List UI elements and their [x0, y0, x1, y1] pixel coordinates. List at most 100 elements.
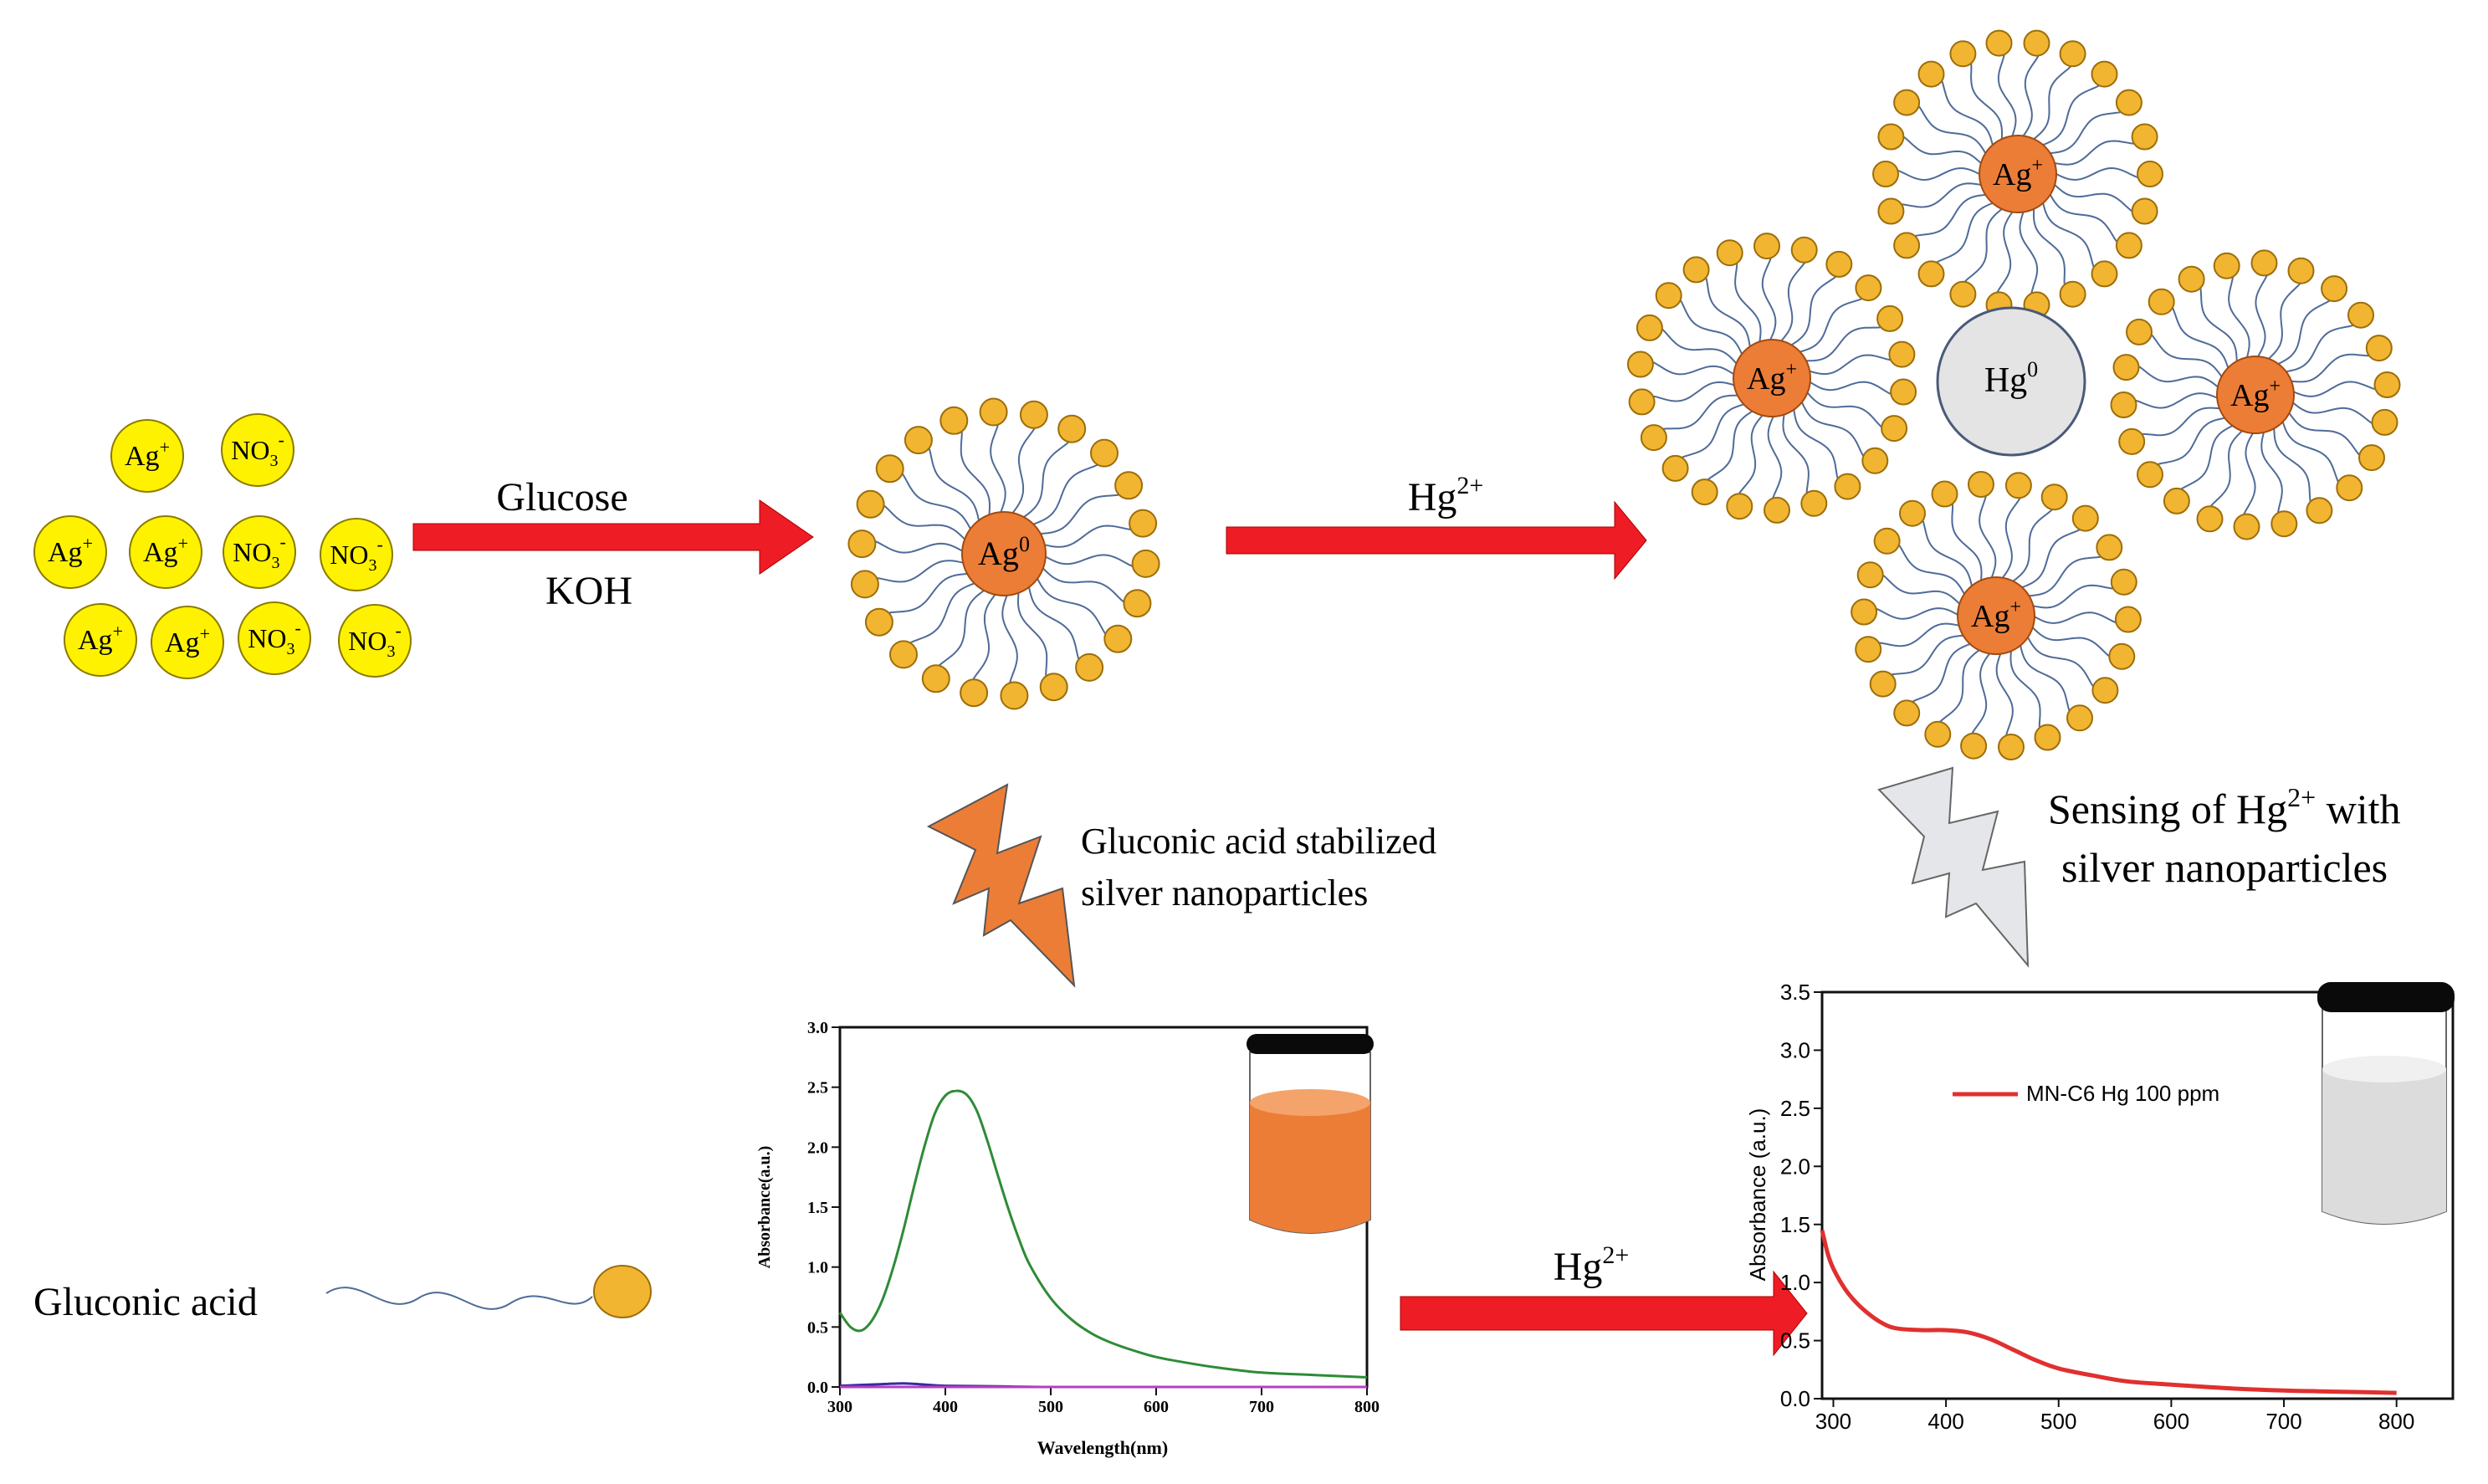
ion-label: Ag [165, 627, 200, 658]
ligand-tail [2199, 288, 2238, 361]
ligand-head-icon [2131, 197, 2158, 225]
ligand-tail [1707, 410, 1753, 480]
ligand-tail [2135, 392, 2218, 409]
vial-gray [2317, 982, 2455, 1225]
vial-liquid [1250, 1094, 1370, 1233]
ion-circle [64, 603, 137, 677]
caption-sensing-line2: silver nanoparticles [2061, 844, 2388, 891]
ligand-head-icon [1877, 123, 1905, 151]
ligand-head-icon [1893, 89, 1921, 116]
ligand-head-icon [2091, 60, 2118, 88]
ligand-head-icon [856, 489, 885, 519]
ligand-tail [877, 560, 964, 583]
ligand-head-icon [2115, 89, 2142, 116]
ligand-tail [1970, 64, 2003, 140]
ligand-tail [1912, 642, 1971, 703]
ligand-tail [1995, 653, 2014, 735]
ligand-head-icon [1855, 274, 1882, 302]
ligand-tail [1045, 554, 1133, 567]
ligand-tail [1705, 278, 1751, 347]
ligand-head-icon [2066, 704, 2093, 732]
vial-liquid-surface [2322, 1056, 2446, 1082]
ligand-head-icon [1872, 161, 1899, 187]
ligand-head-icon [960, 678, 989, 708]
vial-liquid [2322, 1061, 2446, 1224]
ligand-tail [2055, 166, 2138, 181]
ligand-tail [2228, 277, 2250, 358]
ligand-head-icon [2336, 474, 2363, 502]
ion-charge: - [395, 620, 401, 641]
ligand-tail [2277, 299, 2330, 365]
ligand-head-icon [2059, 40, 2086, 68]
ligand-tail [2049, 194, 2117, 243]
mercury-charge: 0 [2027, 357, 2038, 381]
core-charge: + [2031, 155, 2043, 177]
ligand-head-icon [2126, 318, 2153, 345]
x-tick-label: 700 [1249, 1398, 1274, 1416]
x-tick-label: 400 [933, 1398, 958, 1416]
y-tick-label: 2.5 [1780, 1096, 1810, 1121]
ligand-head-icon [1716, 239, 1743, 267]
ion-charge: + [200, 623, 210, 644]
ligand-head-icon [1917, 60, 1945, 88]
mercury-atom [1936, 306, 2086, 457]
core-charge: + [1785, 359, 1797, 381]
y-tick-label: 0.0 [807, 1379, 828, 1397]
svg-text:Hg2+: Hg2+ [1408, 472, 1484, 519]
ligand-tail [1653, 381, 1735, 402]
arrow-label-koh: KOH [545, 569, 632, 613]
series-layer [1820, 1230, 2397, 1395]
ligand-tail [2158, 417, 2225, 465]
ligand-head-icon [2213, 252, 2240, 279]
x-tick-label: 300 [827, 1398, 852, 1416]
ligand-tail [1810, 381, 1892, 395]
arrow-right-icon [412, 499, 814, 575]
ligand-tail [1790, 276, 1836, 346]
ion-subscript: 3 [368, 556, 376, 575]
ion-nitrate-1: NO3- [221, 413, 294, 487]
ligand-head-icon [1861, 447, 1889, 474]
ion-ag-5: Ag+ [151, 606, 224, 679]
ligand-head-icon [2148, 288, 2175, 315]
ligand-head-icon [1998, 734, 2025, 760]
ligand-tail [1780, 262, 1805, 342]
ligand-tail [1042, 567, 1124, 603]
ligand-tail [1922, 520, 1973, 586]
ligand-head-icon [1661, 454, 1689, 482]
ion-charge: + [178, 533, 188, 554]
ligand-tail [1016, 592, 1048, 676]
ligand-tail [2012, 509, 2053, 582]
svg-text:Ag+: Ag+ [1971, 596, 2021, 634]
ligand-tail [1037, 578, 1106, 634]
ligand-head-icon [1103, 624, 1133, 653]
ligand-head-icon [2071, 504, 2099, 532]
ligand-tail [2033, 65, 2071, 140]
ligand-head-icon [1790, 236, 1818, 264]
ligand-tail [972, 594, 996, 680]
ligand-head-icon [939, 406, 969, 435]
ion-label: NO [248, 623, 286, 653]
ligand-tail [1001, 595, 1018, 683]
ligand-tail [1996, 211, 2014, 293]
ligand-tail [1897, 167, 1980, 182]
ligand-head-icon [1899, 499, 1926, 527]
ligand-tail [1951, 504, 1983, 581]
ligand-tail [928, 448, 980, 521]
cluster-core-right [2216, 356, 2295, 434]
core-charge: 0 [1019, 532, 1030, 556]
nanoparticle-cluster: Hg0 Ag+ Ag+ Ag+ Ag+ [1626, 29, 2401, 760]
ligand-tail [2001, 498, 2021, 579]
ligand-head-icon [1090, 438, 1119, 468]
ligand-tail [1680, 299, 1743, 355]
core-charge: + [2009, 596, 2021, 618]
ligand-tail [2029, 555, 2101, 597]
ion-ag-4: Ag+ [64, 603, 137, 677]
ligand-head-icon [847, 530, 877, 559]
ligand-head-icon [1960, 732, 1988, 760]
ligand-tail [2032, 627, 2110, 657]
ion-ag-3: Ag+ [129, 515, 202, 589]
mercury-label: Hg [1984, 361, 2027, 400]
ligand-tail [1997, 54, 2017, 136]
ligand-head-icon [1893, 232, 1921, 259]
